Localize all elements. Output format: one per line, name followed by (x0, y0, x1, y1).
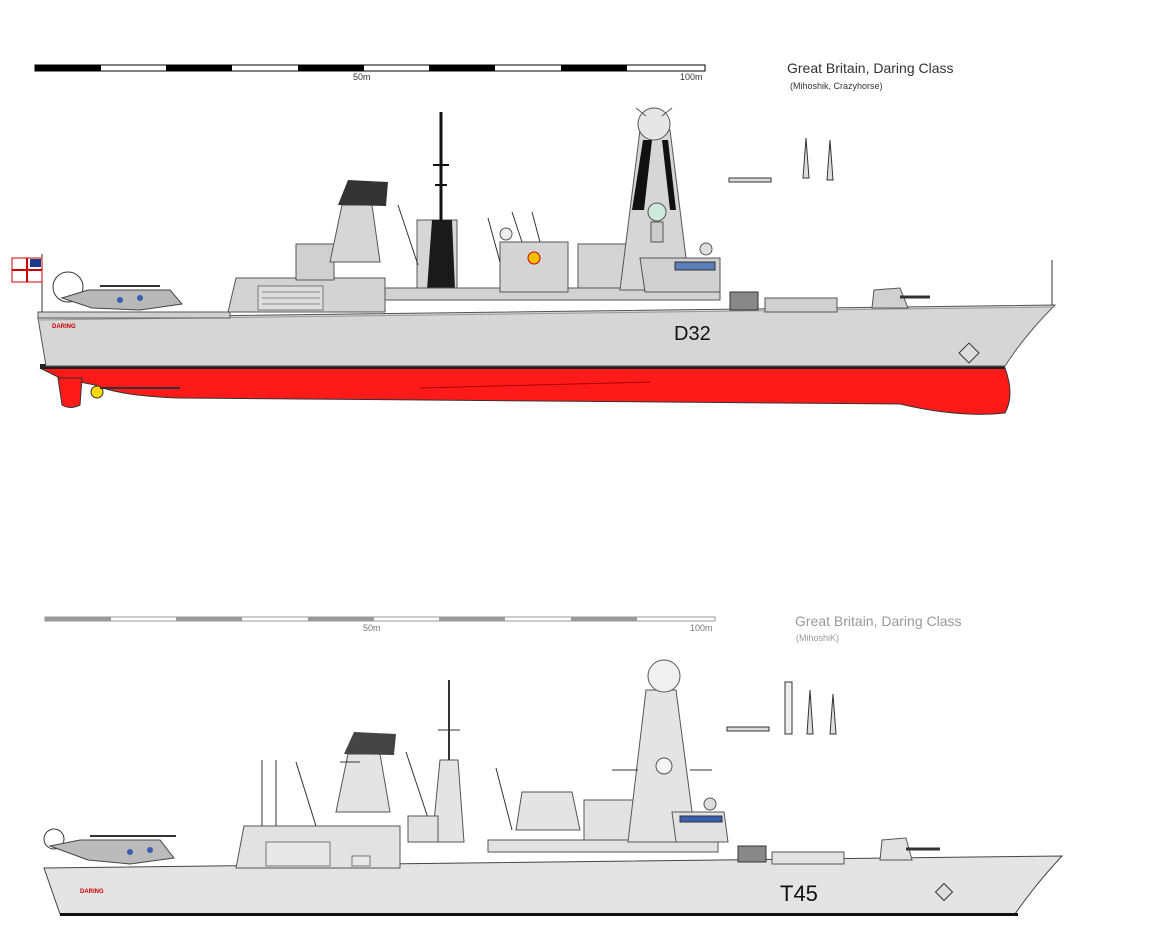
bottom-ship-sampson-radar (647, 659, 681, 693)
bottom-ship-hull (43, 855, 1064, 915)
top-drawing-credit: (Mihoshik, Crazyhorse) (790, 81, 883, 91)
bottom-ship-helicopter (43, 828, 176, 865)
top-ship: D32 DARING (11, 107, 1057, 415)
bottom-scale-100m-label: 100m (690, 623, 713, 633)
top-scale-bar (34, 64, 706, 72)
bottom-scale-bar (44, 616, 716, 622)
bottom-ship-funnel-cap (344, 732, 396, 755)
top-scale-50m-label: 50m (353, 72, 371, 82)
top-ship-name-stern: DARING (52, 324, 76, 330)
bottom-drawing-credit: (MihoshiK) (796, 633, 840, 643)
top-scale-100m-label: 100m (680, 72, 703, 82)
top-missile-silhouettes (728, 137, 834, 183)
bottom-ship-name-stern: DARING (80, 889, 104, 895)
bottom-ship-anchor-badge (934, 882, 954, 902)
top-ship-rudder (57, 377, 83, 408)
top-ship-funnel-cap (338, 180, 388, 206)
bottom-missile-silhouettes (726, 681, 837, 735)
top-drawing-title: Great Britain, Daring Class (787, 60, 954, 76)
top-ship-anchor-badge (958, 342, 980, 364)
top-ship-helicopter (52, 271, 183, 311)
top-ship-underwater-hull (39, 367, 1011, 415)
bottom-ship-hull-number: T45 (780, 881, 818, 906)
top-ship-hull-number: D32 (674, 323, 711, 345)
bottom-scale-50m-label: 50m (363, 623, 381, 633)
bottom-ship: T45 DARING (43, 659, 1064, 916)
bottom-drawing-title: Great Britain, Daring Class (795, 613, 962, 629)
